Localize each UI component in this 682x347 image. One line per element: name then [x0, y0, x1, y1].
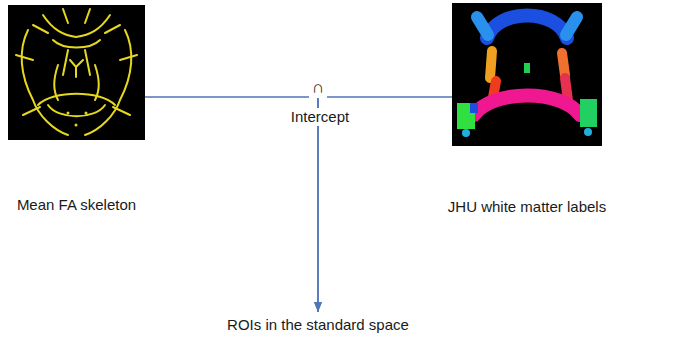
connector-line — [318, 97, 452, 312]
node-caption: Mean FA skeleton — [17, 196, 136, 214]
fa-skeleton-image — [8, 5, 145, 140]
jhu-labels-image — [452, 3, 602, 146]
node-caption: ROIs in the standard space — [227, 316, 409, 334]
image-panel: JHU white matter labels — [452, 3, 602, 146]
result-text: ROIs in the standard space — [223, 314, 413, 336]
operator-symbol: ∩ — [309, 78, 327, 98]
node-caption: JHU white matter labels — [448, 198, 606, 216]
operation-label: Intercept — [288, 108, 352, 126]
connector-line — [145, 97, 318, 312]
image-panel: Mean FA skeleton — [8, 5, 145, 140]
